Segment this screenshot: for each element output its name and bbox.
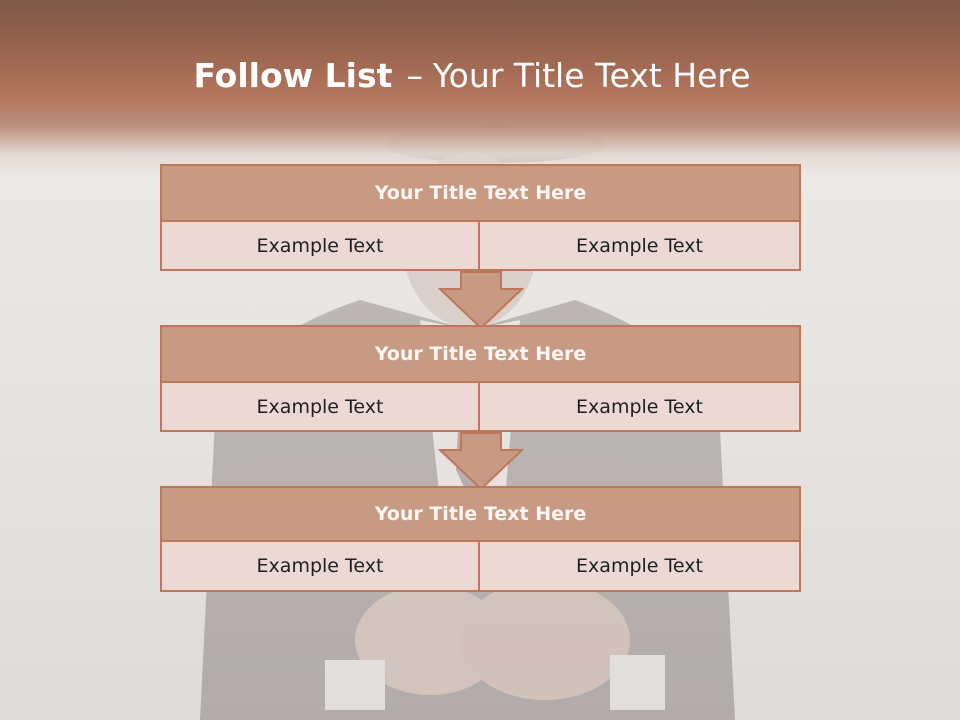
step-row: Example Text Example Text (160, 383, 801, 432)
slide-title-bold: Follow List (193, 56, 393, 95)
step-cell-left: Example Text (160, 383, 480, 432)
step-cell-right: Example Text (480, 383, 801, 432)
step-row: Example Text Example Text (160, 222, 801, 271)
step-cell-left: Example Text (160, 222, 480, 271)
step-3: Your Title Text Here Example Text Exampl… (160, 486, 801, 592)
header-band (0, 0, 960, 175)
step-cell-left: Example Text (160, 542, 480, 592)
slide-title: Follow List–Your Title Text Here (0, 54, 944, 98)
slide-title-separator: – (406, 56, 423, 95)
step-2: Your Title Text Here Example Text Exampl… (160, 325, 801, 432)
down-arrow-icon (438, 432, 524, 490)
step-cell-right: Example Text (480, 222, 801, 271)
step-title: Your Title Text Here (160, 486, 801, 542)
step-title: Your Title Text Here (160, 325, 801, 383)
slide-title-rest: Your Title Text Here (432, 56, 751, 95)
down-arrow-icon (438, 271, 524, 329)
step-1: Your Title Text Here Example Text Exampl… (160, 164, 801, 271)
step-row: Example Text Example Text (160, 542, 801, 592)
step-title: Your Title Text Here (160, 164, 801, 222)
step-cell-right: Example Text (480, 542, 801, 592)
